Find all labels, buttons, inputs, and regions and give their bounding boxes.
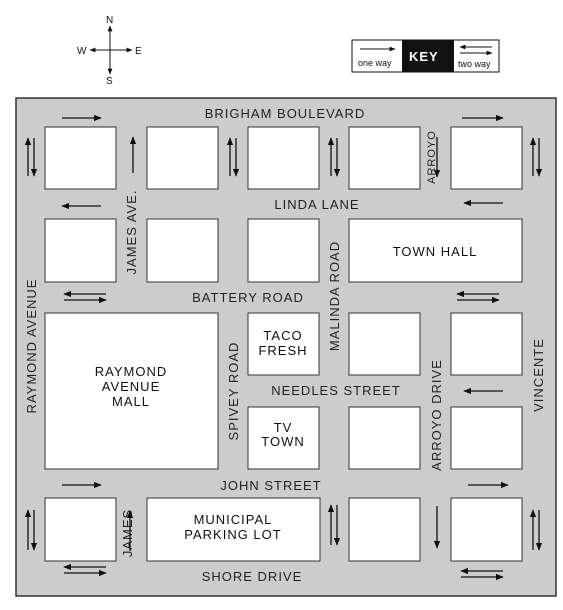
- street-james-ave: JAMES AVE.: [124, 190, 139, 275]
- street-malinda-road: MALINDA ROAD: [327, 241, 342, 351]
- street-spivey-road: SPIVEY ROAD: [226, 342, 241, 441]
- block-municipal-parking-lot: [146, 497, 321, 562]
- mall-label-2: AVENUE: [102, 379, 161, 394]
- mall-label-3: MALL: [112, 394, 150, 409]
- street-battery-road: BATTERY ROAD: [192, 290, 304, 305]
- traffic-arrows: [24, 114, 543, 581]
- tv-town-label-1: TV: [274, 420, 293, 435]
- key-one-way: one way: [358, 58, 392, 68]
- parking-lot-label-1: MUNICIPAL: [194, 512, 273, 527]
- street-brigham-boulevard: BRIGHAM BOULEVARD: [205, 106, 366, 121]
- block: [348, 406, 421, 470]
- block: [348, 126, 421, 190]
- block: [44, 218, 117, 283]
- key-two-way: two way: [458, 59, 491, 69]
- compass-east: E: [135, 46, 142, 57]
- street-shore-drive: SHORE DRIVE: [202, 569, 303, 584]
- block-tv-town: [247, 406, 320, 470]
- block-taco-fresh: [247, 312, 320, 376]
- street-arroyo: ARROYO: [426, 130, 438, 184]
- block: [450, 312, 523, 376]
- block: [247, 126, 320, 190]
- city-blocks: [44, 126, 523, 562]
- street-arroyo-drive: ARROYO DRIVE: [429, 359, 444, 471]
- compass-south: S: [106, 76, 113, 87]
- mall-label-1: RAYMOND: [95, 364, 167, 379]
- street-john-street: JOHN STREET: [220, 478, 321, 493]
- block: [348, 312, 421, 376]
- town-hall-label: TOWN HALL: [393, 244, 478, 259]
- block: [146, 218, 219, 283]
- tv-town-label-2: TOWN: [261, 434, 304, 449]
- street-james: JAMES: [120, 509, 135, 557]
- parking-lot-label-2: PARKING LOT: [184, 527, 281, 542]
- block-town-hall: [348, 218, 523, 283]
- block: [450, 126, 523, 190]
- block: [44, 126, 117, 190]
- block: [247, 218, 320, 283]
- taco-fresh-label-1: TACO: [263, 328, 302, 343]
- street-linda-lane: LINDA LANE: [274, 197, 359, 212]
- compass: N S E W: [77, 15, 142, 87]
- block: [450, 497, 523, 562]
- taco-fresh-label-2: FRESH: [258, 343, 307, 358]
- street-raymond-avenue: RAYMOND AVENUE: [24, 279, 39, 414]
- map-key: KEY one way two way: [351, 39, 500, 73]
- block-raymond-avenue-mall: [44, 312, 219, 470]
- street-needles-street: NEEDLES STREET: [271, 383, 401, 398]
- block: [146, 126, 219, 190]
- block: [450, 406, 523, 470]
- street-vincente: VINCENTE: [531, 338, 546, 412]
- block: [348, 497, 421, 562]
- key-title: KEY: [409, 49, 439, 64]
- block: [44, 497, 117, 562]
- compass-north: N: [106, 15, 113, 26]
- compass-west: W: [77, 46, 87, 57]
